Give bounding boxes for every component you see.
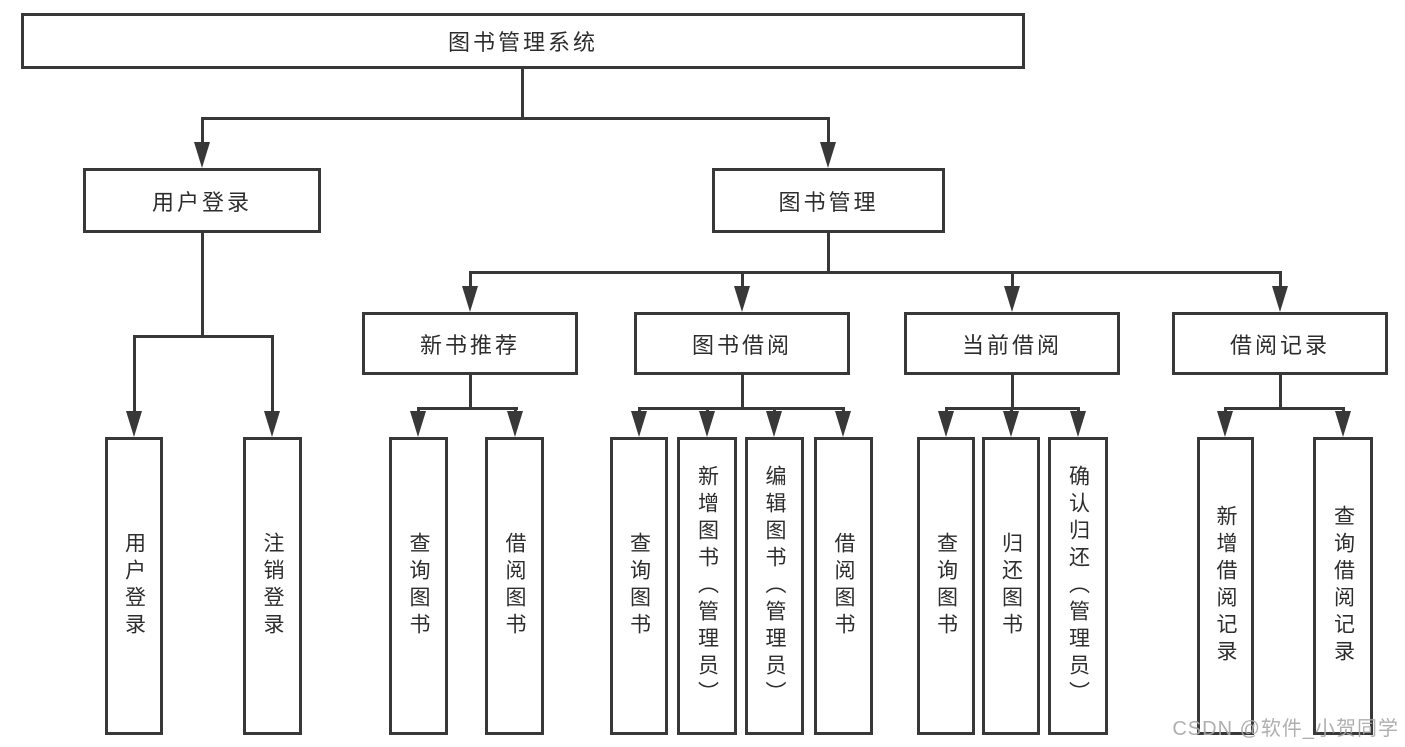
arrowhead-newbook-query: [410, 411, 426, 437]
node-current-query-label: 查询图书: [934, 532, 958, 640]
node-book-borrow: 图书借阅: [634, 312, 850, 375]
node-current-return: 归还图书: [982, 437, 1040, 735]
node-records-query-label: 查询借阅记录: [1331, 505, 1355, 667]
node-borrow-records: 借阅记录: [1172, 312, 1388, 375]
connector-borrowmod-rail: [638, 407, 845, 410]
arrowhead-book-borrow: [734, 286, 750, 312]
connector-userlogin-rail: [133, 335, 274, 338]
node-borrowmod-edit-label: 编辑图书（管理员）: [763, 464, 786, 708]
arrowhead-newbook-borrow: [507, 411, 523, 437]
node-newbook-borrow-label: 借阅图书: [503, 532, 526, 640]
connector-newbook-rail: [417, 407, 518, 410]
node-current-return-label: 归还图书: [999, 532, 1023, 640]
connector-records-rail: [1224, 407, 1344, 410]
node-book-borrow-label: 图书借阅: [691, 332, 792, 358]
arrowhead-leaf-logout: [264, 411, 280, 437]
node-book-management-label: 图书管理: [778, 189, 879, 215]
arrowhead-current-query: [938, 411, 954, 437]
node-newbook-query: 查询图书: [389, 437, 448, 735]
node-book-management: 图书管理: [712, 168, 945, 233]
connector-userlogin-arm-1: [133, 335, 136, 415]
node-current-confirm-return: 确认归还（管理员）: [1048, 437, 1108, 735]
arrowhead-current-borrow: [1004, 286, 1020, 312]
arrowhead-borrow-records: [1272, 286, 1288, 312]
connector-userlogin-drop: [201, 233, 204, 338]
connector-bookmgmt-arm-1: [469, 271, 472, 289]
arrowhead-borrowmod-borrow: [835, 411, 851, 437]
node-newbook-borrow: 借阅图书: [485, 437, 544, 735]
node-root: 图书管理系统: [21, 13, 1025, 69]
node-borrow-records-label: 借阅记录: [1229, 332, 1330, 358]
arrowhead-records-query: [1335, 411, 1351, 437]
node-leaf-logout: 注销登录: [243, 437, 302, 735]
node-root-label: 图书管理系统: [447, 30, 598, 55]
arrowhead-leaf-user-login: [126, 411, 142, 437]
arrowhead-book-management: [820, 142, 836, 168]
node-records-add: 新增借阅记录: [1197, 437, 1254, 735]
connector-current-drop: [1011, 375, 1014, 410]
connector-userlogin-arm-2: [271, 335, 274, 415]
node-current-query: 查询图书: [917, 437, 975, 735]
node-borrowmod-add-label: 新增图书（管理员）: [695, 464, 719, 708]
node-user-login: 用户登录: [83, 168, 321, 233]
node-current-borrow-label: 当前借阅: [961, 332, 1062, 358]
arrowhead-borrowmod-add: [699, 411, 715, 437]
connector-bookmgmt-drop: [827, 233, 830, 274]
connector-bookmgmt-arm-3: [1011, 271, 1014, 289]
connector-bookmgmt-arm-2: [741, 271, 744, 289]
node-borrowmod-query: 查询图书: [610, 437, 668, 735]
node-user-login-label: 用户登录: [151, 189, 252, 215]
watermark: CSDN @软件_小贺同学: [1172, 718, 1399, 740]
node-borrowmod-query-label: 查询图书: [627, 532, 651, 640]
arrowhead-borrowmod-edit: [766, 411, 782, 437]
connector-newbook-drop: [469, 375, 472, 410]
node-newbook-query-label: 查询图书: [407, 532, 430, 640]
connector-root-rail: [201, 117, 830, 120]
node-borrowmod-add: 新增图书（管理员）: [677, 437, 737, 735]
node-new-book-recommend: 新书推荐: [362, 312, 578, 375]
arrowhead-borrowmod-query: [631, 411, 647, 437]
node-records-add-label: 新增借阅记录: [1214, 505, 1237, 667]
arrowhead-records-add: [1217, 411, 1233, 437]
node-new-book-recommend-label: 新书推荐: [419, 332, 520, 358]
connector-root-drop: [521, 69, 524, 119]
node-current-confirm-return-label: 确认归还（管理员）: [1066, 464, 1090, 708]
node-current-borrow: 当前借阅: [904, 312, 1120, 375]
connector-records-drop: [1279, 375, 1282, 410]
node-borrowmod-borrow: 借阅图书: [814, 437, 873, 735]
connector-root-arm-left: [201, 117, 204, 145]
connector-bookmgmt-arm-4: [1279, 271, 1282, 289]
arrowhead-user-login: [194, 142, 210, 168]
arrowhead-current-return: [1003, 411, 1019, 437]
node-records-query: 查询借阅记录: [1313, 437, 1373, 735]
node-leaf-user-login: 用户登录: [105, 437, 163, 735]
node-borrowmod-edit: 编辑图书（管理员）: [745, 437, 804, 735]
arrowhead-new-book-recommend: [462, 286, 478, 312]
connector-root-arm-right: [827, 117, 830, 145]
connector-bookmgmt-rail: [469, 271, 1282, 274]
node-leaf-user-login-label: 用户登录: [122, 532, 146, 640]
node-leaf-logout-label: 注销登录: [261, 532, 284, 640]
node-borrowmod-borrow-label: 借阅图书: [832, 532, 855, 640]
arrowhead-current-confirm-return: [1070, 411, 1086, 437]
connector-borrowmod-drop: [741, 375, 744, 410]
